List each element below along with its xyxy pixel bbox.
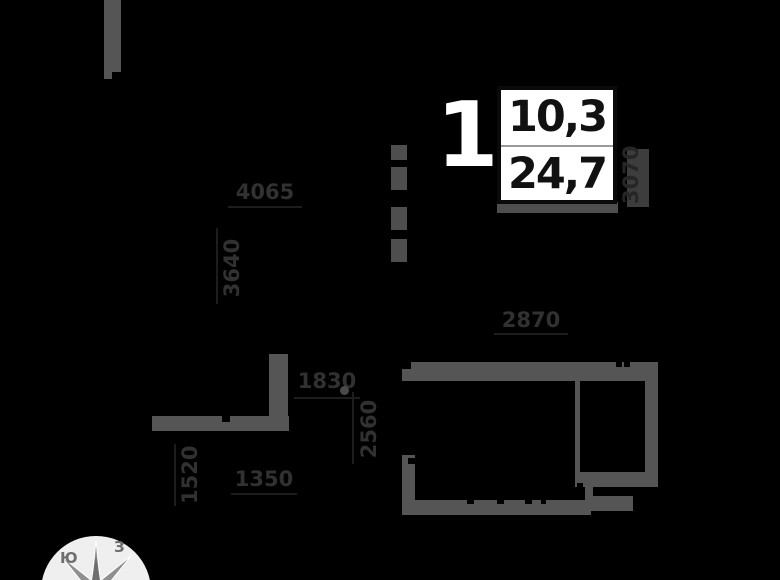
dim-line-hall-width — [294, 397, 360, 399]
wall-room-right — [645, 362, 658, 483]
wall-hall-notch — [222, 415, 230, 422]
wall-room-bottom-tick-1 — [467, 499, 474, 504]
wall-bath-bottom — [575, 472, 658, 487]
dim-line-upper-left-height — [216, 228, 218, 304]
dim-bath-width: 1350 — [234, 467, 294, 491]
wall-room-bottom-tick-4 — [541, 499, 546, 504]
wall-room-left — [402, 455, 415, 515]
dim-top-width: 4065 — [235, 180, 295, 204]
dim-line-room-height — [352, 392, 354, 464]
window-segment-2 — [391, 167, 407, 190]
wall-room-top-notch-left — [402, 360, 411, 369]
dim-upper-left-height: 3640 — [220, 238, 244, 298]
area-box-shadow-wall — [497, 202, 618, 213]
wall-room-bottom-tick-3 — [525, 499, 532, 504]
room-number: 1 — [436, 83, 499, 188]
dim-mid-width: 2870 — [501, 308, 561, 332]
wall-top-left-notch — [112, 72, 121, 81]
wall-hall-vertical — [269, 354, 288, 431]
wall-room-left-tick — [408, 458, 415, 464]
dim-right-height: 3070 — [619, 145, 643, 204]
window-segment-1 — [391, 145, 407, 160]
area-box: 10,3 24,7 — [497, 86, 617, 204]
dim-room-height: 2560 — [357, 399, 381, 459]
balcony-wall — [627, 149, 649, 207]
compass-label-west: З — [114, 538, 125, 556]
wall-bath-partition — [575, 380, 580, 474]
wall-bath-bottom-notch — [577, 483, 583, 489]
compass-star-icon — [60, 540, 132, 580]
total-area-value: 24,7 — [507, 149, 608, 199]
dim-line-lower-left-height — [174, 444, 176, 506]
dim-line-mid-width — [494, 333, 568, 335]
dim-hall-width: 1830 — [297, 369, 357, 393]
wall-room-top-notch-door-1 — [616, 354, 622, 367]
area-box-divider — [501, 145, 613, 147]
wall-room-top-notch-door-2 — [624, 354, 630, 367]
wall-room-top — [402, 362, 658, 381]
wall-top-left — [104, 0, 121, 79]
window-segment-3 — [391, 207, 407, 230]
living-area-value: 10,3 — [507, 92, 608, 142]
dim-anchor-dot — [340, 386, 349, 395]
wall-step-vertical — [585, 487, 593, 501]
wall-step-horizontal — [585, 496, 633, 511]
dim-line-top-width — [228, 206, 302, 208]
dim-line-bath-width — [231, 493, 297, 495]
compass-rose: Ю З — [41, 536, 151, 580]
window-segment-4 — [391, 239, 407, 262]
dim-lower-left-height: 1520 — [178, 445, 202, 504]
wall-hall-horizontal — [152, 416, 289, 431]
wall-room-bottom-tick-2 — [497, 499, 504, 504]
compass-label-south: Ю — [60, 549, 78, 567]
